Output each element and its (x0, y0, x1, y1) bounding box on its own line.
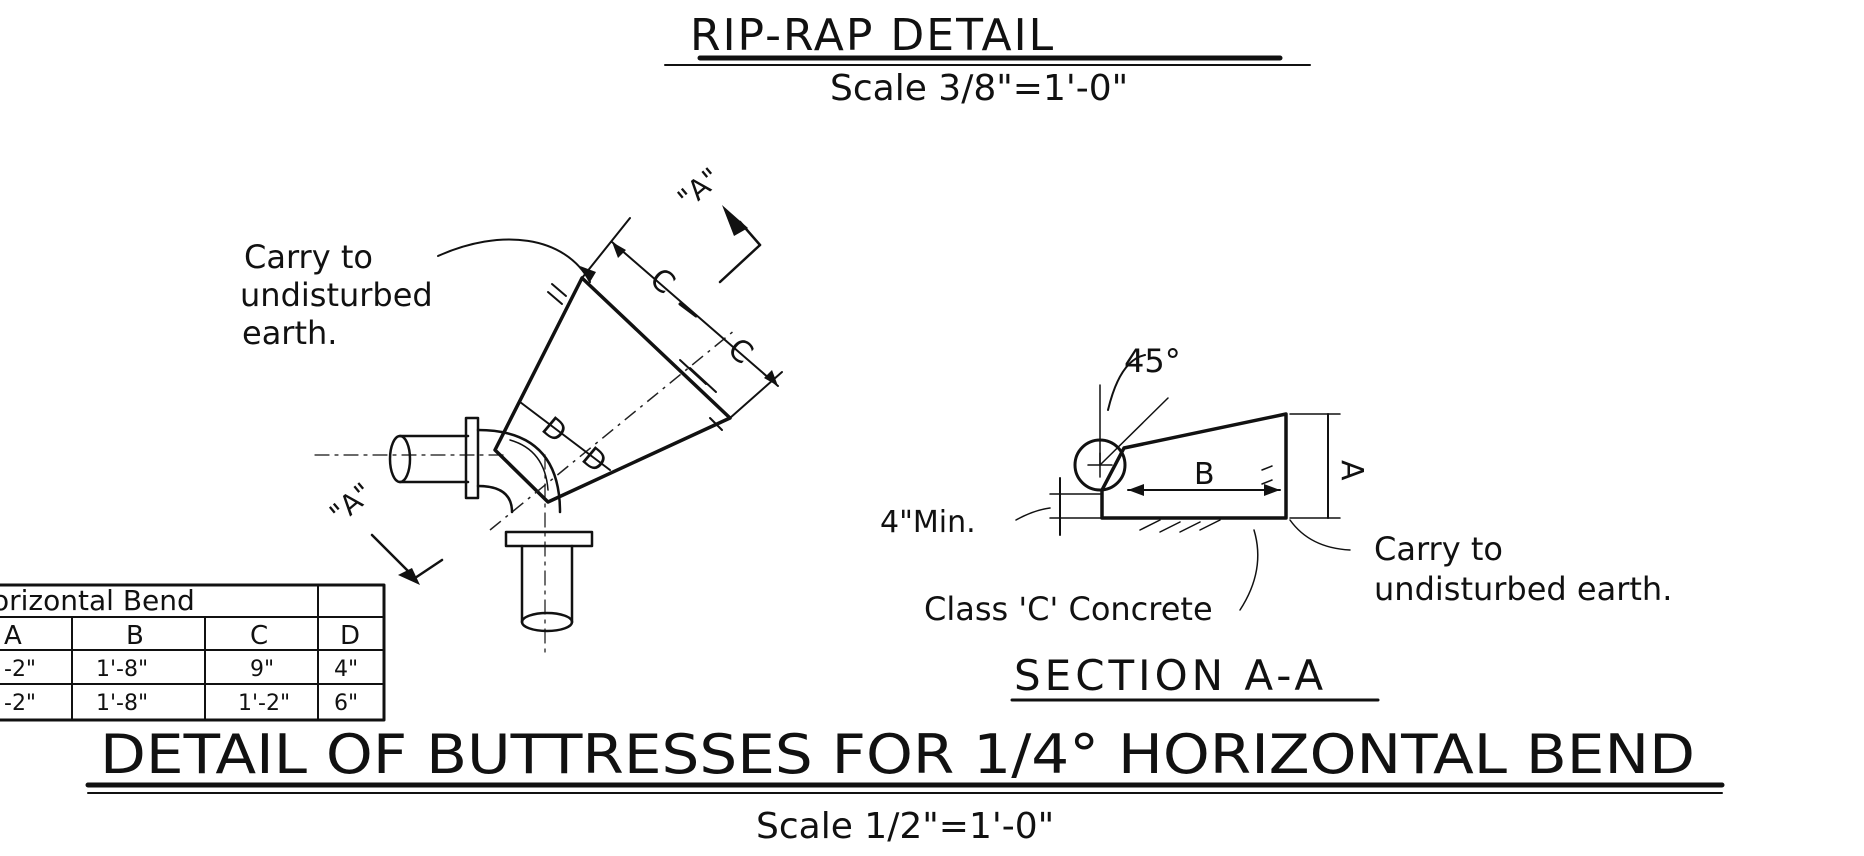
min-leader (1015, 507, 1051, 521)
plan-note-leader (437, 238, 591, 283)
section-a-a: 45° B A 4"Min. Class 'C' Concrete (880, 342, 1672, 702)
dim-d-line (519, 401, 611, 471)
riprap-scale: Scale 3/8"=1'-0" (830, 68, 1128, 109)
dim-c-arrow-top (612, 242, 626, 258)
section-arrow-bottom-leg (413, 558, 444, 580)
plan-note-arrowhead (580, 266, 596, 282)
table-cell: -2" (4, 691, 36, 716)
buttress-hatch (547, 283, 723, 431)
dim-b-label: B (1194, 457, 1215, 492)
dim-b-arrow-right (1264, 484, 1280, 496)
concrete-label: Class 'C' Concrete (924, 590, 1213, 628)
bend-table: orizontal Bend A B C D -2" 1'-8" 9" 4" -… (0, 583, 386, 722)
angle-label: 45° (1124, 342, 1181, 380)
pipe-bend-inner (476, 484, 514, 514)
table-cell: 4" (334, 657, 358, 682)
concrete-leader (1239, 529, 1259, 611)
section-arrow-top-head (722, 205, 748, 236)
dim-b-arrow-left (1128, 484, 1144, 496)
table-header-b: B (126, 621, 144, 651)
plan-note-line-2: undisturbed (240, 276, 433, 314)
table-cell: 6" (334, 691, 358, 716)
dim-a-label: A (1334, 460, 1369, 481)
section-ground-hatch (1139, 465, 1273, 533)
section-mark-top: "A" (671, 161, 727, 215)
min-label: 4"Min. (880, 505, 976, 540)
pipe-bend-mid (509, 439, 549, 491)
table-border (0, 583, 386, 722)
table-title: orizontal Bend (0, 584, 195, 617)
dim-c-mid-tick (678, 302, 698, 318)
table-cell: 1'-8" (96, 691, 148, 716)
dim-d-label-1: D (536, 410, 574, 449)
table-cell: -2" (4, 657, 36, 682)
section-title: SECTION A-A (1014, 651, 1327, 700)
riprap-detail: RIP-RAP DETAIL Scale 3/8"=1'-0" (664, 10, 1311, 109)
table-header-a: A (4, 621, 22, 651)
dim-c-label-1: C (643, 261, 682, 301)
pipe-vertical (504, 454, 594, 656)
plan-view: Carry to undisturbed earth. C C "A" (240, 161, 783, 656)
section-arrow-bottom-head (398, 568, 420, 585)
table-cell: 1'-2" (238, 691, 290, 716)
plan-centerline (489, 329, 736, 531)
pipe-horizontal (314, 416, 506, 500)
angle-arc (1107, 354, 1146, 411)
main-title: DETAIL OF BUTTRESSES FOR 1/4° HORIZONTAL… (100, 723, 1695, 786)
main-title-block: DETAIL OF BUTTRESSES FOR 1/4° HORIZONTAL… (85, 723, 1725, 847)
riprap-title: RIP-RAP DETAIL (690, 10, 1055, 61)
angle-ref-diagonal (1099, 397, 1169, 466)
section-note-line-1: Carry to (1374, 530, 1503, 568)
table-header-d: D (340, 621, 360, 651)
table-cell: 1'-8" (96, 657, 148, 682)
section-note-leader (1289, 519, 1351, 551)
table-header-c: C (250, 621, 268, 651)
main-scale: Scale 1/2"=1'-0" (756, 806, 1054, 847)
pipe-bend-outer (476, 428, 562, 514)
section-arrow-top-line (718, 243, 762, 284)
section-note-line-2: undisturbed earth. (1374, 570, 1672, 608)
dim-c-ext-top (581, 217, 631, 279)
section-mark-bottom: "A" (323, 476, 379, 530)
plan-note-line-3: earth. (242, 314, 337, 352)
plan-note-line-1: Carry to (244, 238, 373, 276)
dim-c-arrow-bottom (764, 370, 778, 386)
buttress-outline (493, 276, 732, 504)
table-cell: 9" (250, 657, 274, 682)
